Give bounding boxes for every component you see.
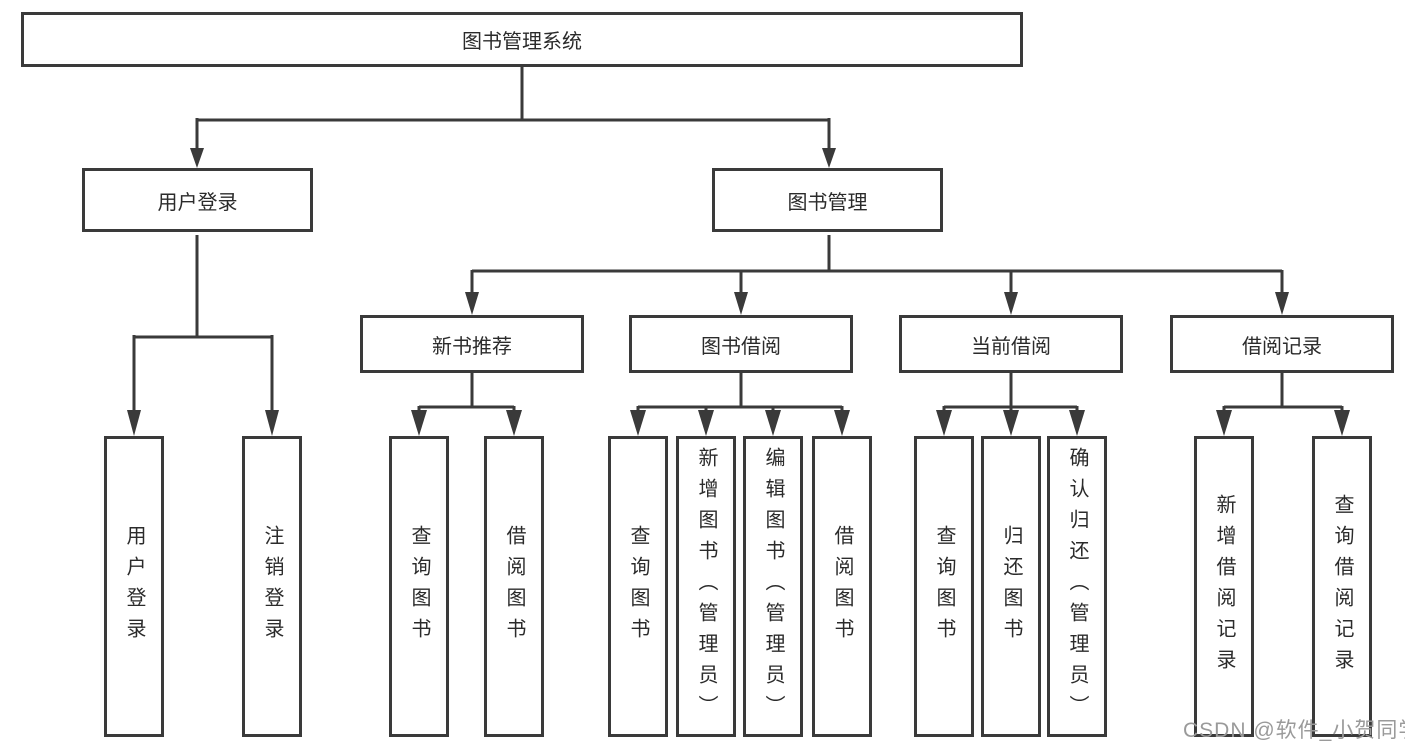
leaf-return-books: 归还图书 xyxy=(981,436,1041,737)
leaf-recommend-query-books-label: 查询图书 xyxy=(408,524,430,649)
node-book-borrow: 图书借阅 xyxy=(629,315,853,373)
leaf-add-borrow-record-label: 新增借阅记录 xyxy=(1213,493,1235,680)
leaf-recommend-borrow-books-label: 借阅图书 xyxy=(503,524,525,649)
leaf-add-books-admin-label: 新增图书（管理员） xyxy=(695,447,717,726)
node-library-system-root: 图书管理系统 xyxy=(21,12,1023,67)
leaf-edit-books-admin: 编辑图书（管理员） xyxy=(743,436,803,737)
leaf-recommend-borrow-books: 借阅图书 xyxy=(484,436,544,737)
arrowheads xyxy=(127,148,1350,436)
leaf-add-borrow-record: 新增借阅记录 xyxy=(1194,436,1254,737)
leaf-borrow-books: 借阅图书 xyxy=(812,436,872,737)
leaf-user-login-label: 用户登录 xyxy=(123,524,145,649)
node-new-book-recommend: 新书推荐 xyxy=(360,315,584,373)
leaf-borrow-query-books-label: 查询图书 xyxy=(627,524,649,649)
node-book-management-branch: 图书管理 xyxy=(712,168,943,232)
node-user-login-branch: 用户登录 xyxy=(82,168,313,232)
leaf-add-books-admin: 新增图书（管理员） xyxy=(676,436,736,737)
leaf-query-borrow-record-label: 查询借阅记录 xyxy=(1331,493,1353,680)
node-borrow-records: 借阅记录 xyxy=(1170,315,1394,373)
leaf-borrow-books-label: 借阅图书 xyxy=(831,524,853,649)
leaf-recommend-query-books: 查询图书 xyxy=(389,436,449,737)
leaf-current-query-books-label: 查询图书 xyxy=(933,524,955,649)
leaf-return-books-label: 归还图书 xyxy=(1000,524,1022,649)
leaf-confirm-return-admin-label: 确认归还（管理员） xyxy=(1066,447,1088,726)
leaf-query-borrow-record: 查询借阅记录 xyxy=(1312,436,1372,737)
leaf-edit-books-admin-label: 编辑图书（管理员） xyxy=(762,447,784,726)
csdn-watermark: CSDN @软件_小贺同学 xyxy=(1183,719,1405,742)
leaf-logout: 注销登录 xyxy=(242,436,302,737)
leaf-logout-label: 注销登录 xyxy=(261,524,283,649)
leaf-borrow-query-books: 查询图书 xyxy=(608,436,668,737)
node-current-borrow: 当前借阅 xyxy=(899,315,1123,373)
leaf-current-query-books: 查询图书 xyxy=(914,436,974,737)
leaf-confirm-return-admin: 确认归还（管理员） xyxy=(1047,436,1107,737)
leaf-user-login: 用户登录 xyxy=(104,436,164,737)
